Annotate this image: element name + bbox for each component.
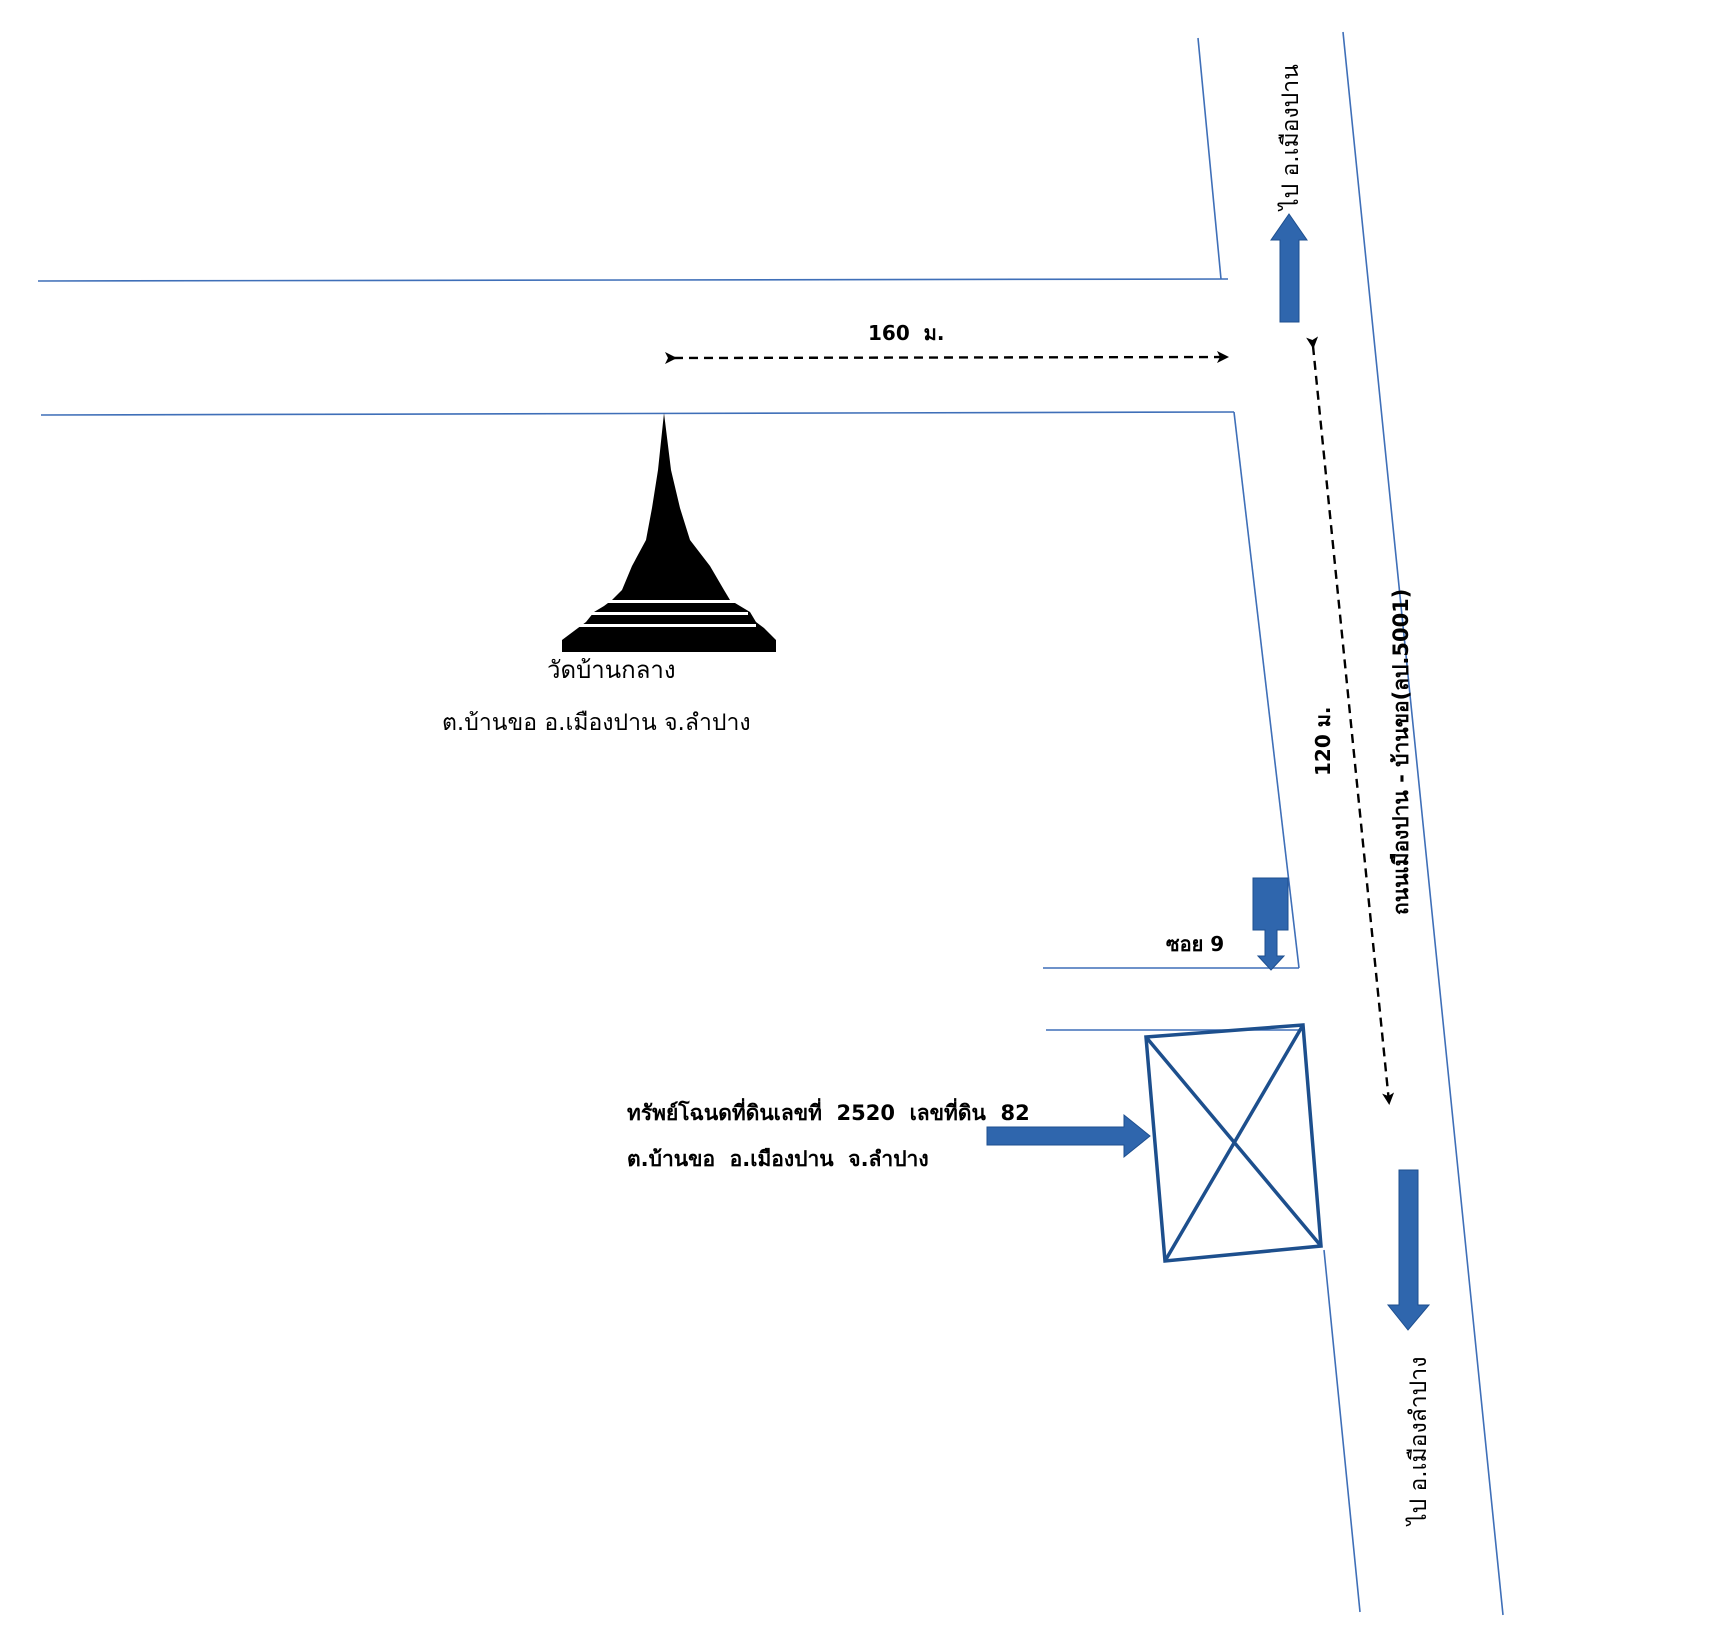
main-road-name-label: ถนนเมืองปาน - บ้านขอ(ลป.5001): [1389, 589, 1413, 915]
distance-160m-arrow: [664, 351, 1229, 365]
main-road-west-edge-south: [1323, 1249, 1361, 1613]
direction-to-muang-pan-label: ไป อ.เมืองปาน: [1277, 64, 1304, 212]
chedi-icon: [562, 413, 776, 652]
property-title-label: ทรัพย์โฉนดที่ดินเลขที่ 2520 เลขที่ดิน 82: [627, 1097, 1030, 1125]
property-pointer-arrow: [986, 1113, 1151, 1159]
main-road-east-edge: [1342, 31, 1504, 1616]
soi-9-label: ซอย 9: [1166, 932, 1224, 956]
main-road-west-edge-middle: [1233, 411, 1300, 969]
distance-120m-label: 120 ม.: [1311, 707, 1335, 777]
north-direction-arrow: [1270, 213, 1308, 323]
distance-160m-label: 160 ม.: [868, 321, 944, 345]
property-address-label: ต.บ้านขอ อ.เมืองปาน จ.ลำปาง: [627, 1147, 929, 1171]
direction-to-muang-lampang-label: ไป อ.เมืองลำปาง: [1405, 1357, 1432, 1527]
temple-name-label: วัดบ้านกลาง: [547, 656, 676, 684]
side-road-north-edge: [37, 278, 1229, 282]
distance-120m-arrow: [1306, 336, 1395, 1105]
soi-9-direction-arrow: [1252, 877, 1289, 971]
side-road-south-edge: [40, 411, 1235, 416]
temple-address-label: ต.บ้านขอ อ.เมืองปาน จ.ลำปาง: [442, 710, 751, 736]
property-plot-diagonal-2: [1163, 1024, 1305, 1262]
main-road-west-edge-north: [1197, 37, 1222, 280]
south-direction-arrow: [1386, 1169, 1431, 1331]
